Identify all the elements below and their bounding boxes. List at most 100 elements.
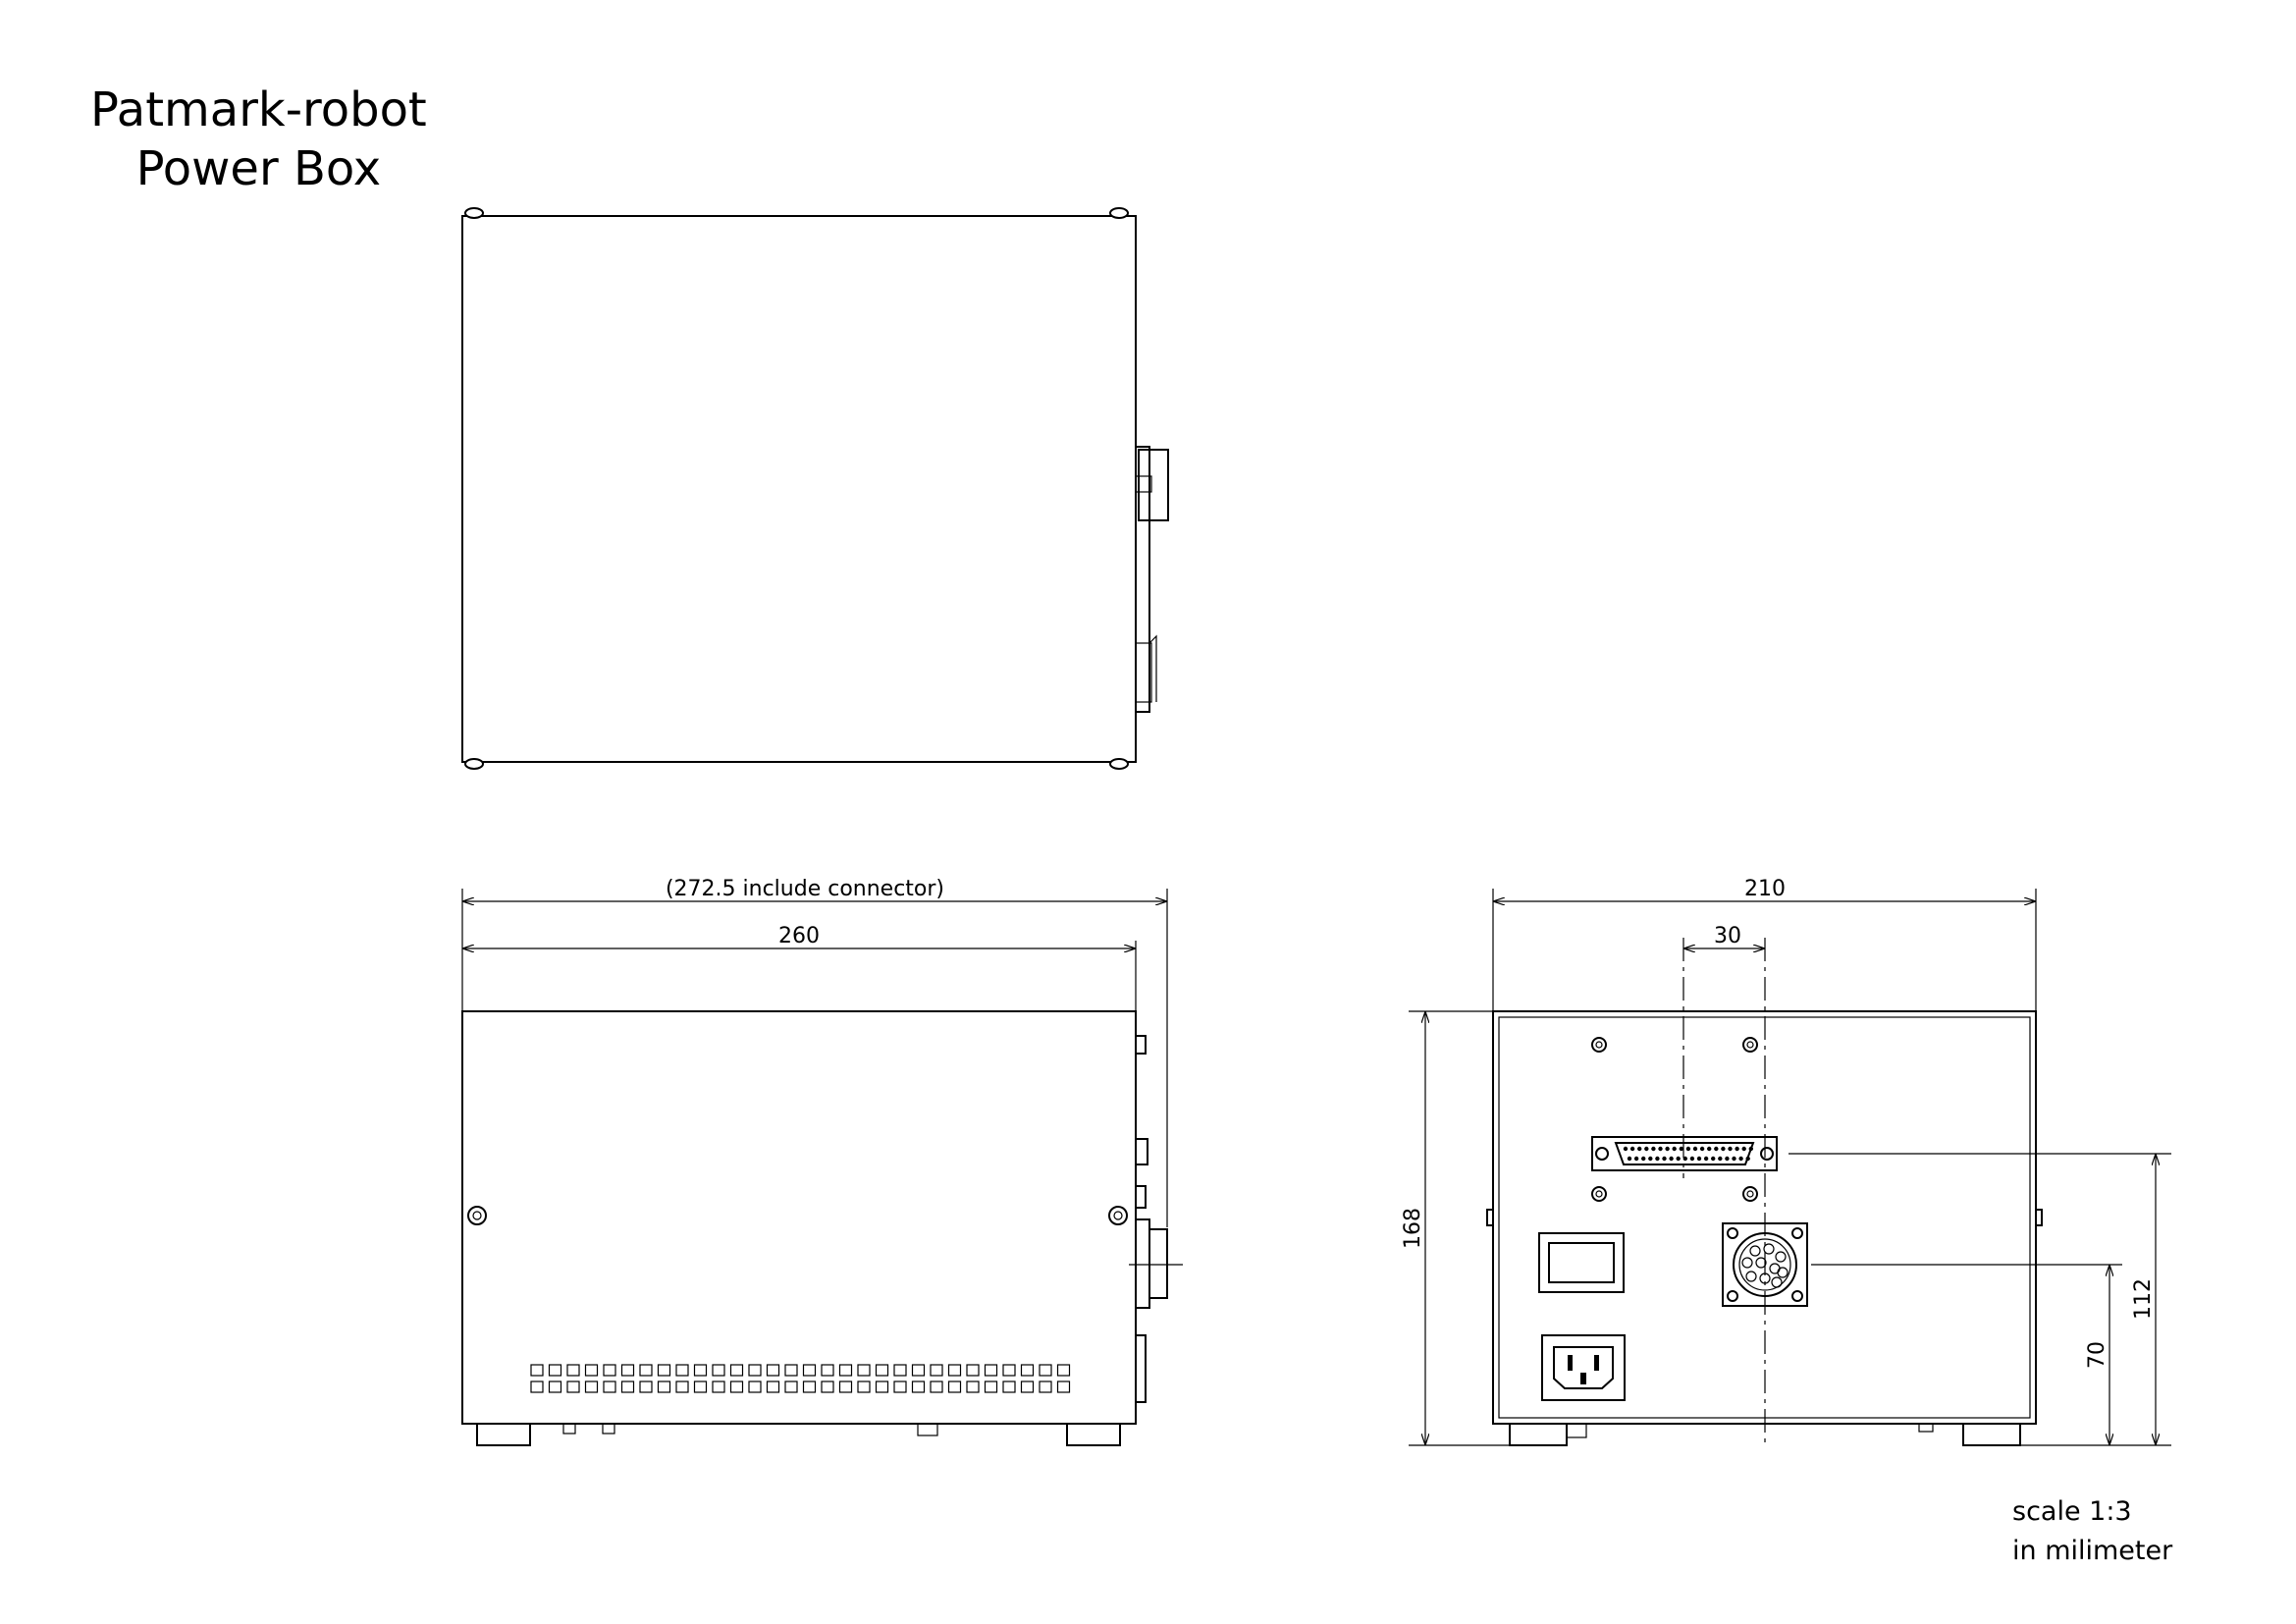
front-view-dimensions: 210 30 168 112 70: [1401, 877, 2171, 1446]
round-connector-pin: [1755, 1257, 1767, 1269]
side-view-foot: [1066, 1423, 1121, 1446]
vent-slot: [748, 1364, 762, 1377]
vent-slot: [603, 1380, 616, 1393]
drawing-title: Patmark-robot Power Box: [90, 81, 427, 198]
dsub-pin: [1703, 1156, 1709, 1162]
vent-slot: [712, 1364, 725, 1377]
dsub-pin: [1711, 1156, 1716, 1162]
side-view-screw: [467, 1206, 487, 1225]
side-view-round-connector: [1135, 1218, 1150, 1309]
side-view-inlet: [1135, 1334, 1147, 1403]
top-view-switch-edge: [1148, 634, 1157, 702]
vent-slot: [984, 1364, 998, 1377]
dsub-pins: [1623, 1146, 1754, 1162]
side-view-body: [461, 1010, 1137, 1425]
ac-inlet-frame: [1541, 1334, 1626, 1401]
vent-slot: [639, 1380, 653, 1393]
vent-slot: [984, 1380, 998, 1393]
overall-length-label: (272.5 include connector): [666, 877, 944, 901]
connector-height-label: 112: [2131, 1278, 2156, 1320]
dsub-pin: [1637, 1146, 1642, 1152]
top-view: [461, 207, 1169, 770]
front-view-stud: [1918, 1423, 1934, 1433]
vent-slot: [911, 1364, 926, 1377]
vent-slot: [530, 1380, 544, 1393]
vent-slot: [784, 1364, 798, 1377]
round-connector-pin: [1775, 1251, 1787, 1263]
vent-slot: [930, 1364, 943, 1377]
round-connector-pin: [1745, 1271, 1757, 1282]
front-view-dsub-connector: [1591, 1136, 1778, 1171]
front-view-power-switch-frame: [1538, 1232, 1625, 1293]
dsub-pin: [1725, 1156, 1730, 1162]
dsub-pin: [1745, 1156, 1750, 1162]
dsub-pin: [1685, 1146, 1691, 1152]
vent-slot: [1056, 1380, 1071, 1393]
round-connector-pin: [1763, 1243, 1775, 1255]
dsub-pin: [1648, 1156, 1653, 1162]
length-label: 260: [778, 924, 820, 948]
dsub-pin: [1629, 1146, 1635, 1152]
dsub-pin: [1633, 1156, 1639, 1162]
dsub-screw: [1760, 1147, 1774, 1161]
front-view-foot: [1962, 1423, 2021, 1446]
side-view-dimensions: (272.5 include connector) 260: [461, 877, 1168, 1227]
ac-inlet-pin: [1568, 1355, 1573, 1371]
vent-slot: [693, 1380, 708, 1393]
top-view-switch: [1135, 642, 1152, 703]
vent-slot: [911, 1380, 926, 1393]
top-view-connector: [1138, 449, 1169, 521]
vent-slot: [857, 1380, 871, 1393]
front-view-screw: [1742, 1037, 1758, 1053]
side-view-stud: [562, 1423, 576, 1435]
side-view-bump: [1135, 1138, 1148, 1165]
front-view-side-bump: [1486, 1209, 1494, 1226]
dsub-pin: [1676, 1156, 1681, 1162]
side-view-bump: [1135, 1035, 1147, 1055]
vent-slot: [584, 1380, 599, 1393]
vent-slot: [766, 1364, 780, 1377]
dsub-pin: [1735, 1146, 1739, 1152]
dsub-pin: [1741, 1146, 1746, 1152]
height-label: 168: [1401, 1208, 1425, 1249]
round-connector-pin: [1749, 1245, 1761, 1257]
dsub-pin: [1641, 1156, 1646, 1162]
side-view-foot: [476, 1423, 531, 1446]
vent-slot: [548, 1380, 562, 1393]
vent-slot: [1039, 1364, 1052, 1377]
drawing-notes: scale 1:3 in milimeter: [2012, 1492, 2172, 1571]
ac-inlet-pin: [1594, 1355, 1599, 1371]
dsub-pin: [1732, 1156, 1736, 1162]
vent-slot: [893, 1364, 907, 1377]
dsub-pin: [1728, 1146, 1733, 1152]
vent-slot: [821, 1364, 834, 1377]
dsub-pin: [1679, 1146, 1684, 1152]
vent-slot: [657, 1380, 671, 1393]
ac-inlet-socket: [1553, 1346, 1614, 1389]
top-view-foot: [1109, 758, 1129, 770]
title-line-1: Patmark-robot: [90, 82, 427, 137]
vent-slot: [548, 1364, 562, 1377]
dsub-screw: [1595, 1147, 1609, 1161]
front-view-side-bump: [2035, 1209, 2043, 1226]
vent-slot: [875, 1364, 889, 1377]
front-view-ac-inlet: [1541, 1334, 1626, 1401]
vent-slot: [1056, 1364, 1071, 1377]
round-connector-height-label: 70: [2085, 1341, 2109, 1369]
side-view-stud: [602, 1423, 615, 1435]
side-view: [461, 1010, 1183, 1446]
front-view-screw: [1591, 1037, 1607, 1053]
top-view-foot: [464, 207, 484, 219]
vent-slot: [1002, 1380, 1016, 1393]
vent-slot: [766, 1380, 780, 1393]
dsub-pin: [1714, 1146, 1719, 1152]
dsub-pin: [1658, 1146, 1663, 1152]
front-view-foot: [1509, 1423, 1568, 1446]
vent-slot: [729, 1380, 744, 1393]
dsub-pin: [1669, 1156, 1674, 1162]
dsub-shell: [1591, 1136, 1778, 1171]
top-view-body: [461, 215, 1137, 763]
vent-slot: [566, 1364, 580, 1377]
dsub-face: [1614, 1142, 1755, 1165]
vent-slot: [966, 1380, 980, 1393]
